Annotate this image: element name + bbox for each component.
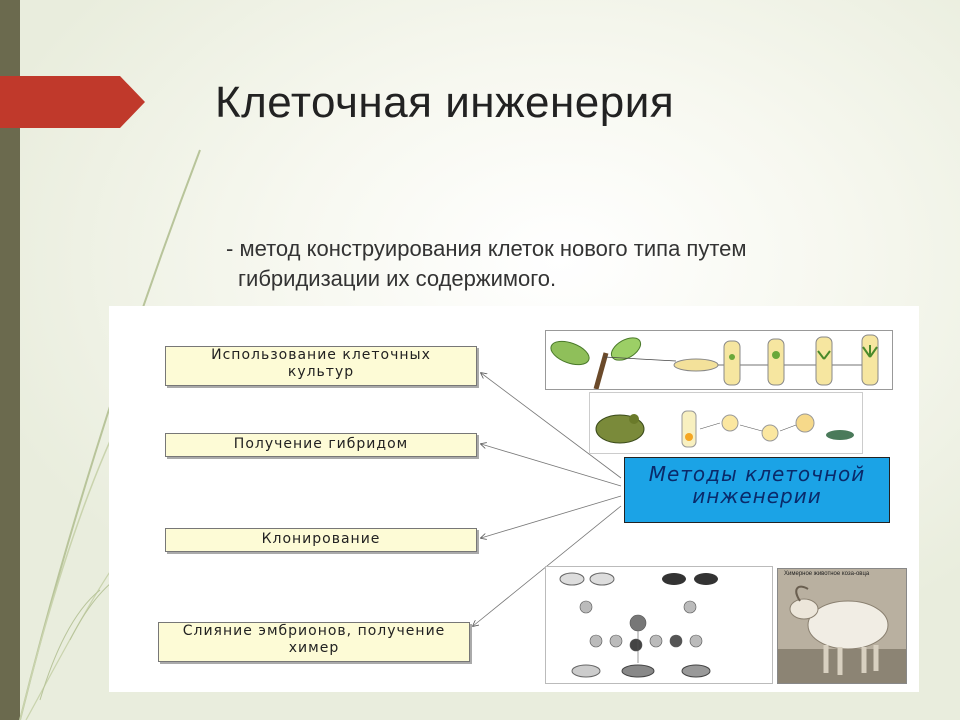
method-label: химер <box>288 640 340 656</box>
goat-caption: Химерное животное коза-овца <box>784 571 870 577</box>
method-label: Получение гибридом <box>233 436 409 452</box>
slide-title: Клеточная инженерия <box>215 78 675 127</box>
method-cloning: Клонирование <box>165 528 477 552</box>
plant-culture-panel <box>545 330 893 390</box>
definition-line-2: гибридизации их содержимого. <box>238 266 557 291</box>
slide-left-bar <box>0 0 20 720</box>
method-embryo-fusion: Слияние эмбрионов, получение химер <box>158 622 470 662</box>
plant-tissue-culture-icon <box>550 334 879 389</box>
center-label-line-2: инженерии <box>692 484 822 508</box>
frog-nuclear-transfer-icon <box>595 410 854 448</box>
method-label: Клонирование <box>261 531 381 547</box>
method-cell-cultures: Использование клеточных культур <box>165 346 477 386</box>
slide-definition: - метод конструирования клеток нового ти… <box>226 234 866 294</box>
goat-photo-panel: Химерное животное коза-овца <box>777 568 907 684</box>
red-title-tab <box>0 76 145 128</box>
chimera-mice-panel <box>545 566 773 684</box>
method-label: Слияние эмбрионов, получение <box>182 623 446 639</box>
chimera-goat-photo-icon <box>778 569 906 683</box>
method-label: Использование клеточных <box>211 347 431 363</box>
method-label: культур <box>287 364 355 380</box>
mouse-chimera-scheme-icon <box>559 572 718 678</box>
center-label-line-1: Методы клеточной <box>648 462 866 486</box>
center-methods-box: Методы клеточной инженерии <box>624 457 890 523</box>
method-hybridomas: Получение гибридом <box>165 433 477 457</box>
methods-diagram: Использование клеточных культур Получени… <box>109 306 919 692</box>
definition-line-1: - метод конструирования клеток нового ти… <box>226 236 747 261</box>
frog-cloning-panel <box>589 392 863 454</box>
